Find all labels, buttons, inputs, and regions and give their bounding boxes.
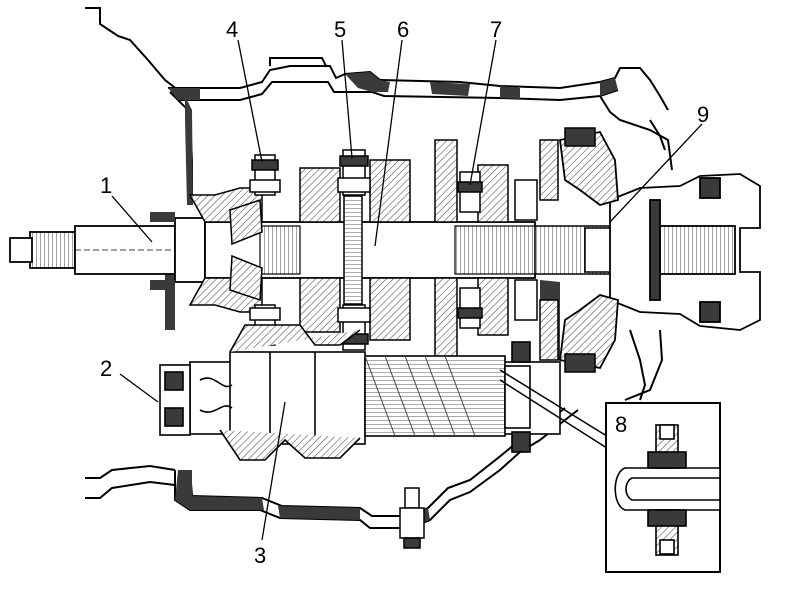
callout-2: 2	[100, 356, 112, 381]
callout-5: 5	[334, 17, 346, 42]
output-flange-spline	[659, 225, 736, 275]
callout-3: 3	[254, 543, 266, 568]
leader-lines	[111, 39, 703, 541]
synchronizer-3	[457, 171, 483, 329]
output-flange	[559, 130, 761, 370]
callout-8: 8	[615, 412, 627, 437]
input-shaft	[9, 212, 206, 290]
drain-plug	[399, 487, 425, 549]
callout-9: 9	[697, 102, 709, 127]
rear-bearings	[514, 127, 596, 373]
callout-7: 7	[490, 17, 502, 42]
callout-4: 4	[226, 17, 238, 42]
main-shaft	[204, 221, 616, 279]
detail-inset-8	[499, 369, 721, 573]
main-shaft-spline-front	[259, 225, 301, 275]
countershaft	[189, 324, 561, 461]
front-bearing-retainer	[159, 364, 233, 436]
main-shaft-spline-rear	[454, 225, 536, 275]
callout-6: 6	[397, 17, 409, 42]
input-shaft-spline	[29, 231, 76, 269]
main-shaft-gears	[188, 139, 509, 361]
callout-1: 1	[100, 173, 112, 198]
tail-housing-lower	[629, 119, 666, 401]
drive-gear-teeth	[343, 195, 363, 305]
callout-labels: 1 2 3 4 5 6 7 8 9	[100, 17, 709, 568]
countershaft-helical-gear	[364, 355, 506, 437]
